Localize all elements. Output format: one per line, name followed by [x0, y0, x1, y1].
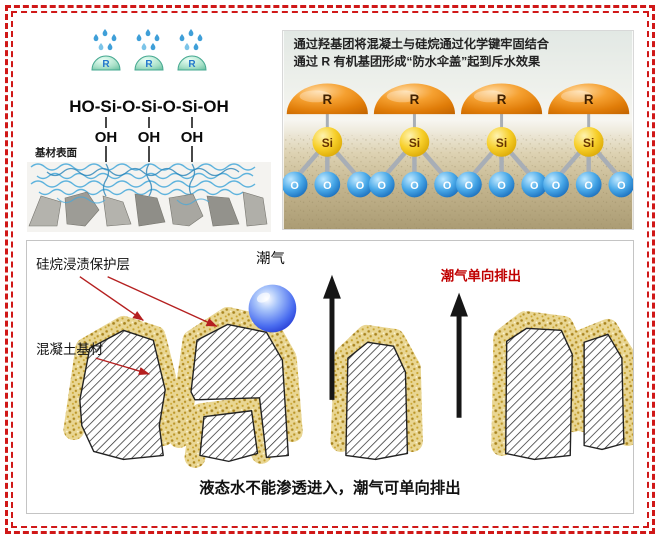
o-atom-label: O — [323, 180, 331, 192]
oh-group-label: OH — [95, 129, 118, 146]
o-atom-label: O — [497, 180, 505, 192]
si-atom-label: Si — [322, 136, 333, 150]
bottom-caption: 液态水不能渗透进入，潮气可单向排出 — [199, 478, 460, 497]
chemical-structure-panel: R R R HO-Si-O-Si-O-Si-OH OH OH OH — [26, 26, 272, 232]
o-atom-label: O — [410, 180, 418, 192]
moisture-label: 潮气 — [256, 250, 285, 267]
o-atom-label: O — [584, 180, 592, 192]
label-pointer-lines — [79, 276, 218, 376]
chemical-structure-svg: R R R HO-Si-O-Si-O-Si-OH OH OH OH — [27, 29, 271, 232]
dome-r-label: R — [322, 92, 332, 107]
umbrella-r-group-icon — [91, 55, 207, 71]
substrate-texture — [27, 162, 271, 232]
moisture-out-label: 潮气单向排出 — [441, 268, 521, 284]
o-atom-label: O — [290, 180, 298, 192]
oh-group-label: OH — [181, 129, 204, 146]
concrete-substrate-blocks — [79, 323, 625, 463]
moisture-up-arrow-icon — [323, 274, 341, 400]
substrate-surface-label: 基材表面 — [34, 146, 77, 159]
silane-coating-layer — [63, 307, 633, 468]
oh-labels: OH OH OH — [95, 129, 204, 146]
r-group-label: R — [145, 59, 153, 70]
o-atom-label: O — [530, 180, 538, 192]
mechanism-panel: 硅烷浸渍保护层 混凝土基材 潮气 潮气单向排出 液态水不能渗透进入，潮气可单向排… — [26, 240, 634, 514]
o-atom-label: O — [378, 180, 386, 192]
si-atom-label: Si — [496, 136, 507, 150]
si-oh-bonds — [105, 117, 193, 128]
r-group-label: R — [102, 59, 110, 70]
molecular-model-svg: 通过羟基团将混凝土与硅烷通过化学键牢固结合 通过 R 有机基团形成“防水伞盖”起… — [283, 31, 633, 229]
oh-group-label: OH — [138, 129, 161, 146]
silane-formula: HO-Si-O-Si-O-Si-OH — [69, 97, 229, 116]
o-atom-label: O — [356, 180, 364, 192]
waterproof-umbrella-domes: R R R R — [286, 83, 630, 115]
rain-drops-icon — [93, 29, 203, 51]
caption-line-1: 通过羟基团将混凝土与硅烷通过化学键牢固结合 — [294, 36, 550, 51]
o-atom-label: O — [465, 180, 473, 192]
coating-label: 硅烷浸渍保护层 — [36, 257, 130, 272]
si-atom-label: Si — [409, 136, 420, 150]
dome-r-label: R — [410, 92, 420, 107]
o-atom-label: O — [617, 180, 625, 192]
o-atom-label: O — [552, 180, 560, 192]
r-group-label: R — [188, 59, 196, 70]
molecular-model-panel: 通过羟基团将混凝土与硅烷通过化学键牢固结合 通过 R 有机基团形成“防水伞盖”起… — [282, 30, 634, 230]
oxygen-atoms: O O O O O O O O O O O O — [283, 171, 633, 198]
o-atom-label: O — [443, 180, 451, 192]
dome-r-label: R — [584, 92, 594, 107]
aggregate-rocks — [28, 191, 268, 227]
si-atom-label: Si — [583, 136, 594, 150]
moisture-up-arrow-icon — [450, 292, 468, 418]
caption-line-2: 通过 R 有机基团形成“防水伞盖”起到斥水效果 — [294, 54, 541, 69]
dome-r-label: R — [497, 92, 507, 107]
water-droplet-icon — [248, 284, 297, 333]
silicon-atoms: Si Si Si Si — [312, 127, 604, 157]
substrate-label: 混凝土基材 — [36, 341, 103, 357]
umbrella-r-labels: R R R — [102, 59, 196, 70]
mechanism-svg: 硅烷浸渍保护层 混凝土基材 潮气 潮气单向排出 液态水不能渗透进入，潮气可单向排… — [36, 250, 633, 497]
